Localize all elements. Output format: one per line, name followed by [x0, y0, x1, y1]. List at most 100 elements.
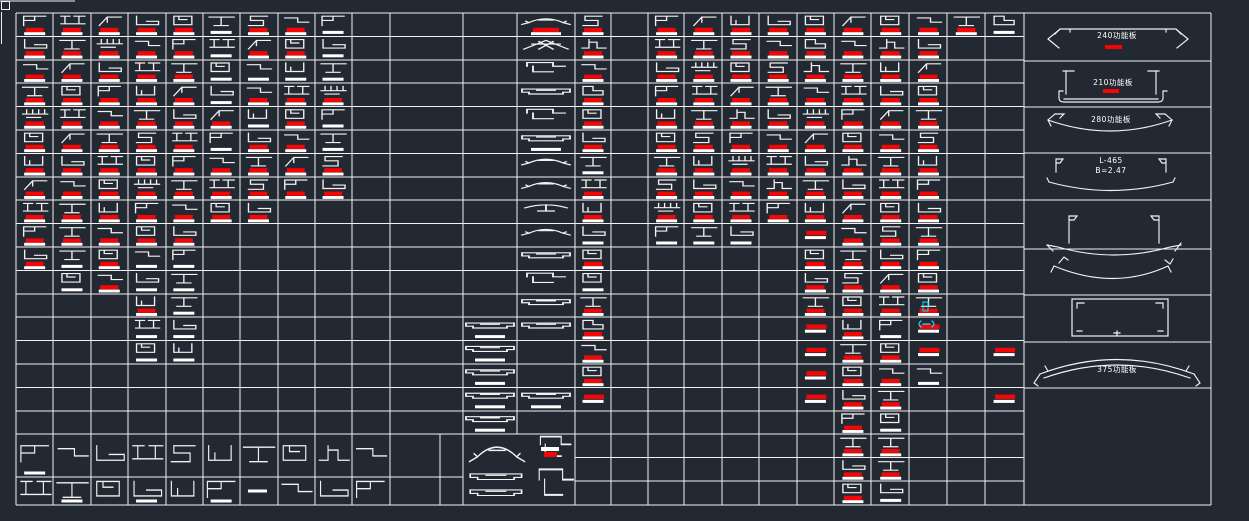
- profile-glyph: [766, 179, 792, 190]
- profile-glyph: [879, 273, 904, 284]
- profile-glyph: [879, 110, 904, 120]
- profile-glyph: [582, 319, 604, 330]
- profile-glyph: [98, 62, 122, 73]
- profile-glyph: [653, 156, 681, 167]
- profile-glyph: [880, 85, 904, 96]
- profile-glyph: [321, 15, 345, 27]
- profile-glyph: [321, 109, 345, 120]
- profile-glyph: [97, 227, 123, 234]
- profile-glyph: [172, 86, 197, 97]
- profile-glyph: [693, 202, 713, 213]
- profile-glyph: [23, 249, 48, 260]
- profile-glyph: [285, 39, 305, 49]
- profile-glyph: [284, 134, 310, 140]
- profile-glyph: [61, 156, 85, 166]
- profile-glyph: [320, 85, 347, 95]
- panel-label-375-board: 375功能板: [1097, 365, 1137, 374]
- profile-glyph: [172, 204, 198, 210]
- profile-glyph: [880, 226, 901, 237]
- profile-glyph: [133, 480, 163, 497]
- profile-glyph: [246, 64, 273, 70]
- profile-glyph: [654, 39, 681, 48]
- right-profile-block-1: [653, 15, 830, 403]
- profile-glyph: [915, 227, 943, 237]
- profile-glyph: [523, 204, 569, 212]
- profile-glyph: [917, 273, 938, 283]
- panel-label-210-board: 210功能板: [1093, 78, 1133, 87]
- profile-glyph: [730, 226, 754, 236]
- profile-glyph: [582, 273, 602, 283]
- profile-glyph: [521, 392, 571, 399]
- profile-glyph: [878, 390, 905, 401]
- profile-glyph: [693, 156, 713, 166]
- profile-glyph: [96, 445, 125, 461]
- profile-glyph: [804, 273, 829, 283]
- profile-glyph: [245, 156, 273, 167]
- profile-glyph: [97, 156, 123, 165]
- profile-glyph: [56, 482, 89, 499]
- profile-glyph: [880, 413, 900, 424]
- profile-glyph: [208, 16, 235, 27]
- profile-glyph: [582, 226, 606, 236]
- profile-glyph: [766, 40, 792, 47]
- profile-glyph: [879, 179, 905, 189]
- profile-glyph: [356, 447, 388, 457]
- middle-bottom-merged-cell: [468, 435, 574, 497]
- profile-glyph: [581, 344, 607, 351]
- profile-glyph: [730, 39, 751, 50]
- profile-glyph: [880, 249, 904, 260]
- profile-glyph: [134, 40, 161, 47]
- profile-glyph: [210, 202, 230, 213]
- profile-glyph: [319, 480, 349, 497]
- profile-glyph: [135, 132, 157, 144]
- profile-glyph: [841, 109, 865, 120]
- profile-glyph: [209, 179, 235, 189]
- profile-glyph: [655, 109, 676, 119]
- panel-label-280-board: 280功能板: [1091, 115, 1131, 124]
- profile-glyph: [582, 202, 602, 213]
- profile-glyph: [879, 134, 905, 140]
- profile-glyph: [22, 15, 47, 27]
- profile-glyph: [247, 132, 272, 143]
- profile-glyph: [917, 39, 942, 49]
- profile-glyph: [133, 179, 161, 189]
- profile-glyph: [97, 110, 123, 117]
- profile-glyph: [842, 179, 866, 190]
- profile-glyph: [655, 62, 680, 73]
- profile-glyph: [842, 366, 862, 377]
- profile-glyph: [284, 85, 310, 95]
- left-profile-block: [21, 15, 347, 362]
- profile-glyph: [469, 473, 523, 481]
- profile-glyph: [465, 369, 515, 376]
- profile-glyph: [96, 480, 120, 497]
- profile-glyph: [842, 273, 863, 284]
- profile-glyph: [172, 132, 198, 142]
- profile-glyph: [842, 390, 866, 400]
- profile-glyph: [878, 461, 905, 471]
- middle-wide-block: [465, 15, 607, 432]
- profile-glyph: [23, 39, 48, 49]
- profile-glyph: [655, 179, 677, 190]
- profile-glyph: [879, 368, 905, 374]
- profile-glyph: [582, 15, 603, 27]
- profile-glyph: [171, 297, 198, 307]
- profile-glyph: [22, 64, 49, 70]
- profile-glyph: [581, 39, 607, 49]
- profile-glyph: [804, 133, 829, 144]
- profile-glyph: [730, 15, 750, 26]
- profile-glyph: [526, 61, 566, 73]
- profile-glyph: [840, 437, 867, 448]
- profile-glyph: [581, 179, 607, 189]
- profile-glyph: [284, 156, 309, 167]
- profile-glyph: [172, 249, 196, 261]
- profile-glyph: [285, 62, 305, 73]
- profile-glyph: [730, 86, 754, 97]
- profile-glyph: [135, 273, 160, 283]
- profile-glyph: [132, 445, 164, 460]
- profile-glyph: [173, 343, 193, 353]
- profile-glyph: [282, 445, 307, 461]
- profile-glyph: [98, 179, 118, 190]
- profile-glyph: [917, 156, 938, 166]
- profile-glyph: [840, 344, 867, 354]
